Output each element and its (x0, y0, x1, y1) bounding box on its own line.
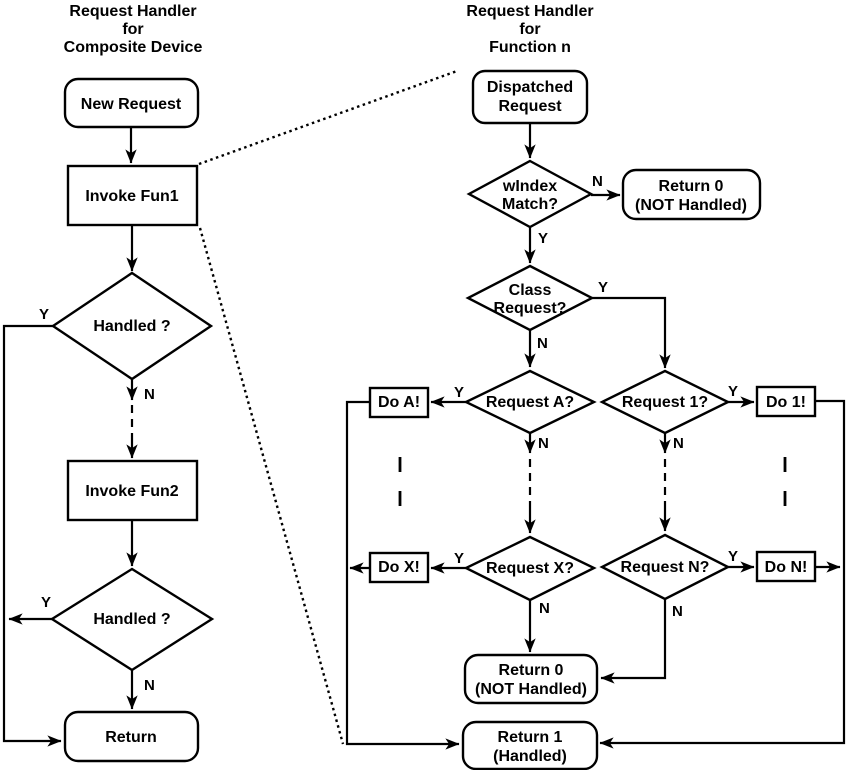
left-title-line1: Request Handler (69, 3, 196, 20)
request-x-decision (463, 535, 597, 602)
handled1-no-label: N (144, 386, 155, 403)
request-n-no-label: N (672, 603, 683, 620)
invoke-fun1-label: Invoke Fun1 (85, 188, 178, 205)
return0-top-label-line1: Return 0 (659, 178, 724, 195)
right-title-line3: Function n (489, 39, 571, 56)
handled1-decision (50, 271, 214, 381)
do-1-label: Do 1! (766, 394, 806, 411)
do-x-label: Do X! (378, 559, 420, 576)
path-do1-to-return1 (599, 399, 846, 749)
request-1-no-label: N (673, 435, 684, 452)
do-a-node (368, 386, 430, 419)
request-1-yes-label: Y (728, 383, 738, 400)
request-x-label: Request X? (486, 560, 574, 577)
right-flowchart: Request Handler for Function n Dispatc (345, 3, 846, 770)
handled1-yes-label: Y (39, 306, 49, 323)
windex-match-label-line1: wIndex (502, 178, 557, 195)
windex-yes-label: Y (538, 230, 548, 247)
do-n-node (755, 550, 817, 583)
return1-node (461, 720, 599, 770)
zoom-connector-lines (198, 69, 458, 745)
handled2-no-label: N (144, 677, 155, 694)
left-title-line2: for (122, 21, 143, 38)
new-request-node (63, 77, 200, 129)
return-label: Return (105, 729, 157, 746)
handled2-decision (49, 567, 215, 672)
right-title-line1: Request Handler (466, 3, 593, 20)
request-x-yes-label: Y (454, 550, 464, 567)
windex-no-label: N (592, 173, 603, 190)
do-n-label: Do N! (765, 559, 808, 576)
windex-match-decision (466, 159, 594, 229)
return0-bottom-node (463, 653, 599, 705)
dispatched-request-node (471, 69, 589, 125)
return-node (63, 710, 200, 763)
request-n-yes-label: Y (728, 548, 738, 565)
zoom-dotted-line-bottom (198, 227, 345, 745)
return1-label-line1: Return 1 (498, 729, 563, 746)
dispatched-request-label-line1: Dispatched (487, 79, 573, 96)
request-1-label: Request 1? (622, 394, 708, 411)
return0-top-node (621, 168, 762, 221)
right-title-line2: for (519, 21, 540, 38)
do-a-label: Do A! (378, 394, 420, 411)
return0-top-label-line2: (NOT Handled) (635, 197, 747, 214)
class-yes-label: Y (598, 279, 608, 296)
do-1-node (755, 385, 817, 418)
class-request-label-line2: Request? (494, 300, 567, 317)
class-request-decision (465, 264, 595, 332)
request-a-no-label: N (538, 435, 549, 452)
zoom-dotted-line-top (198, 69, 458, 166)
new-request-label: New Request (81, 96, 182, 113)
path-doa-to-return1 (345, 400, 460, 750)
handled1-label: Handled ? (93, 318, 170, 335)
class-no-label: N (537, 335, 548, 352)
return0-bottom-label-line1: Return 0 (499, 662, 564, 679)
request-a-yes-label: Y (454, 384, 464, 401)
handled2-yes-label: Y (41, 594, 51, 611)
dispatched-request-label-line2: Request (498, 98, 562, 115)
request-a-label: Request A? (486, 394, 574, 411)
invoke-fun2-label: Invoke Fun2 (85, 483, 178, 500)
path-class-yes-to-request1 (592, 296, 671, 369)
windex-match-label-line2: Match? (502, 196, 558, 213)
invoke-fun1-node (66, 164, 199, 227)
return0-bottom-label-line2: (NOT Handled) (475, 681, 587, 698)
request-n-decision (599, 533, 731, 601)
return1-label-line2: (Handled) (493, 748, 567, 765)
path-handled1-yes-to-return (2, 324, 62, 747)
request-a-decision (463, 369, 597, 435)
request-x-no-label: N (539, 600, 550, 617)
handled2-label: Handled ? (93, 611, 170, 628)
do-x-node (368, 551, 430, 584)
invoke-fun2-node (66, 459, 199, 522)
request-n-label: Request N? (621, 559, 710, 576)
path-requestn-no-to-return0bottom (600, 599, 667, 684)
left-title-line3: Composite Device (64, 39, 203, 56)
class-request-label-line1: Class (509, 282, 552, 299)
left-flowchart: Request Handler for Composite Device New… (2, 3, 215, 763)
request-1-decision (599, 369, 731, 435)
